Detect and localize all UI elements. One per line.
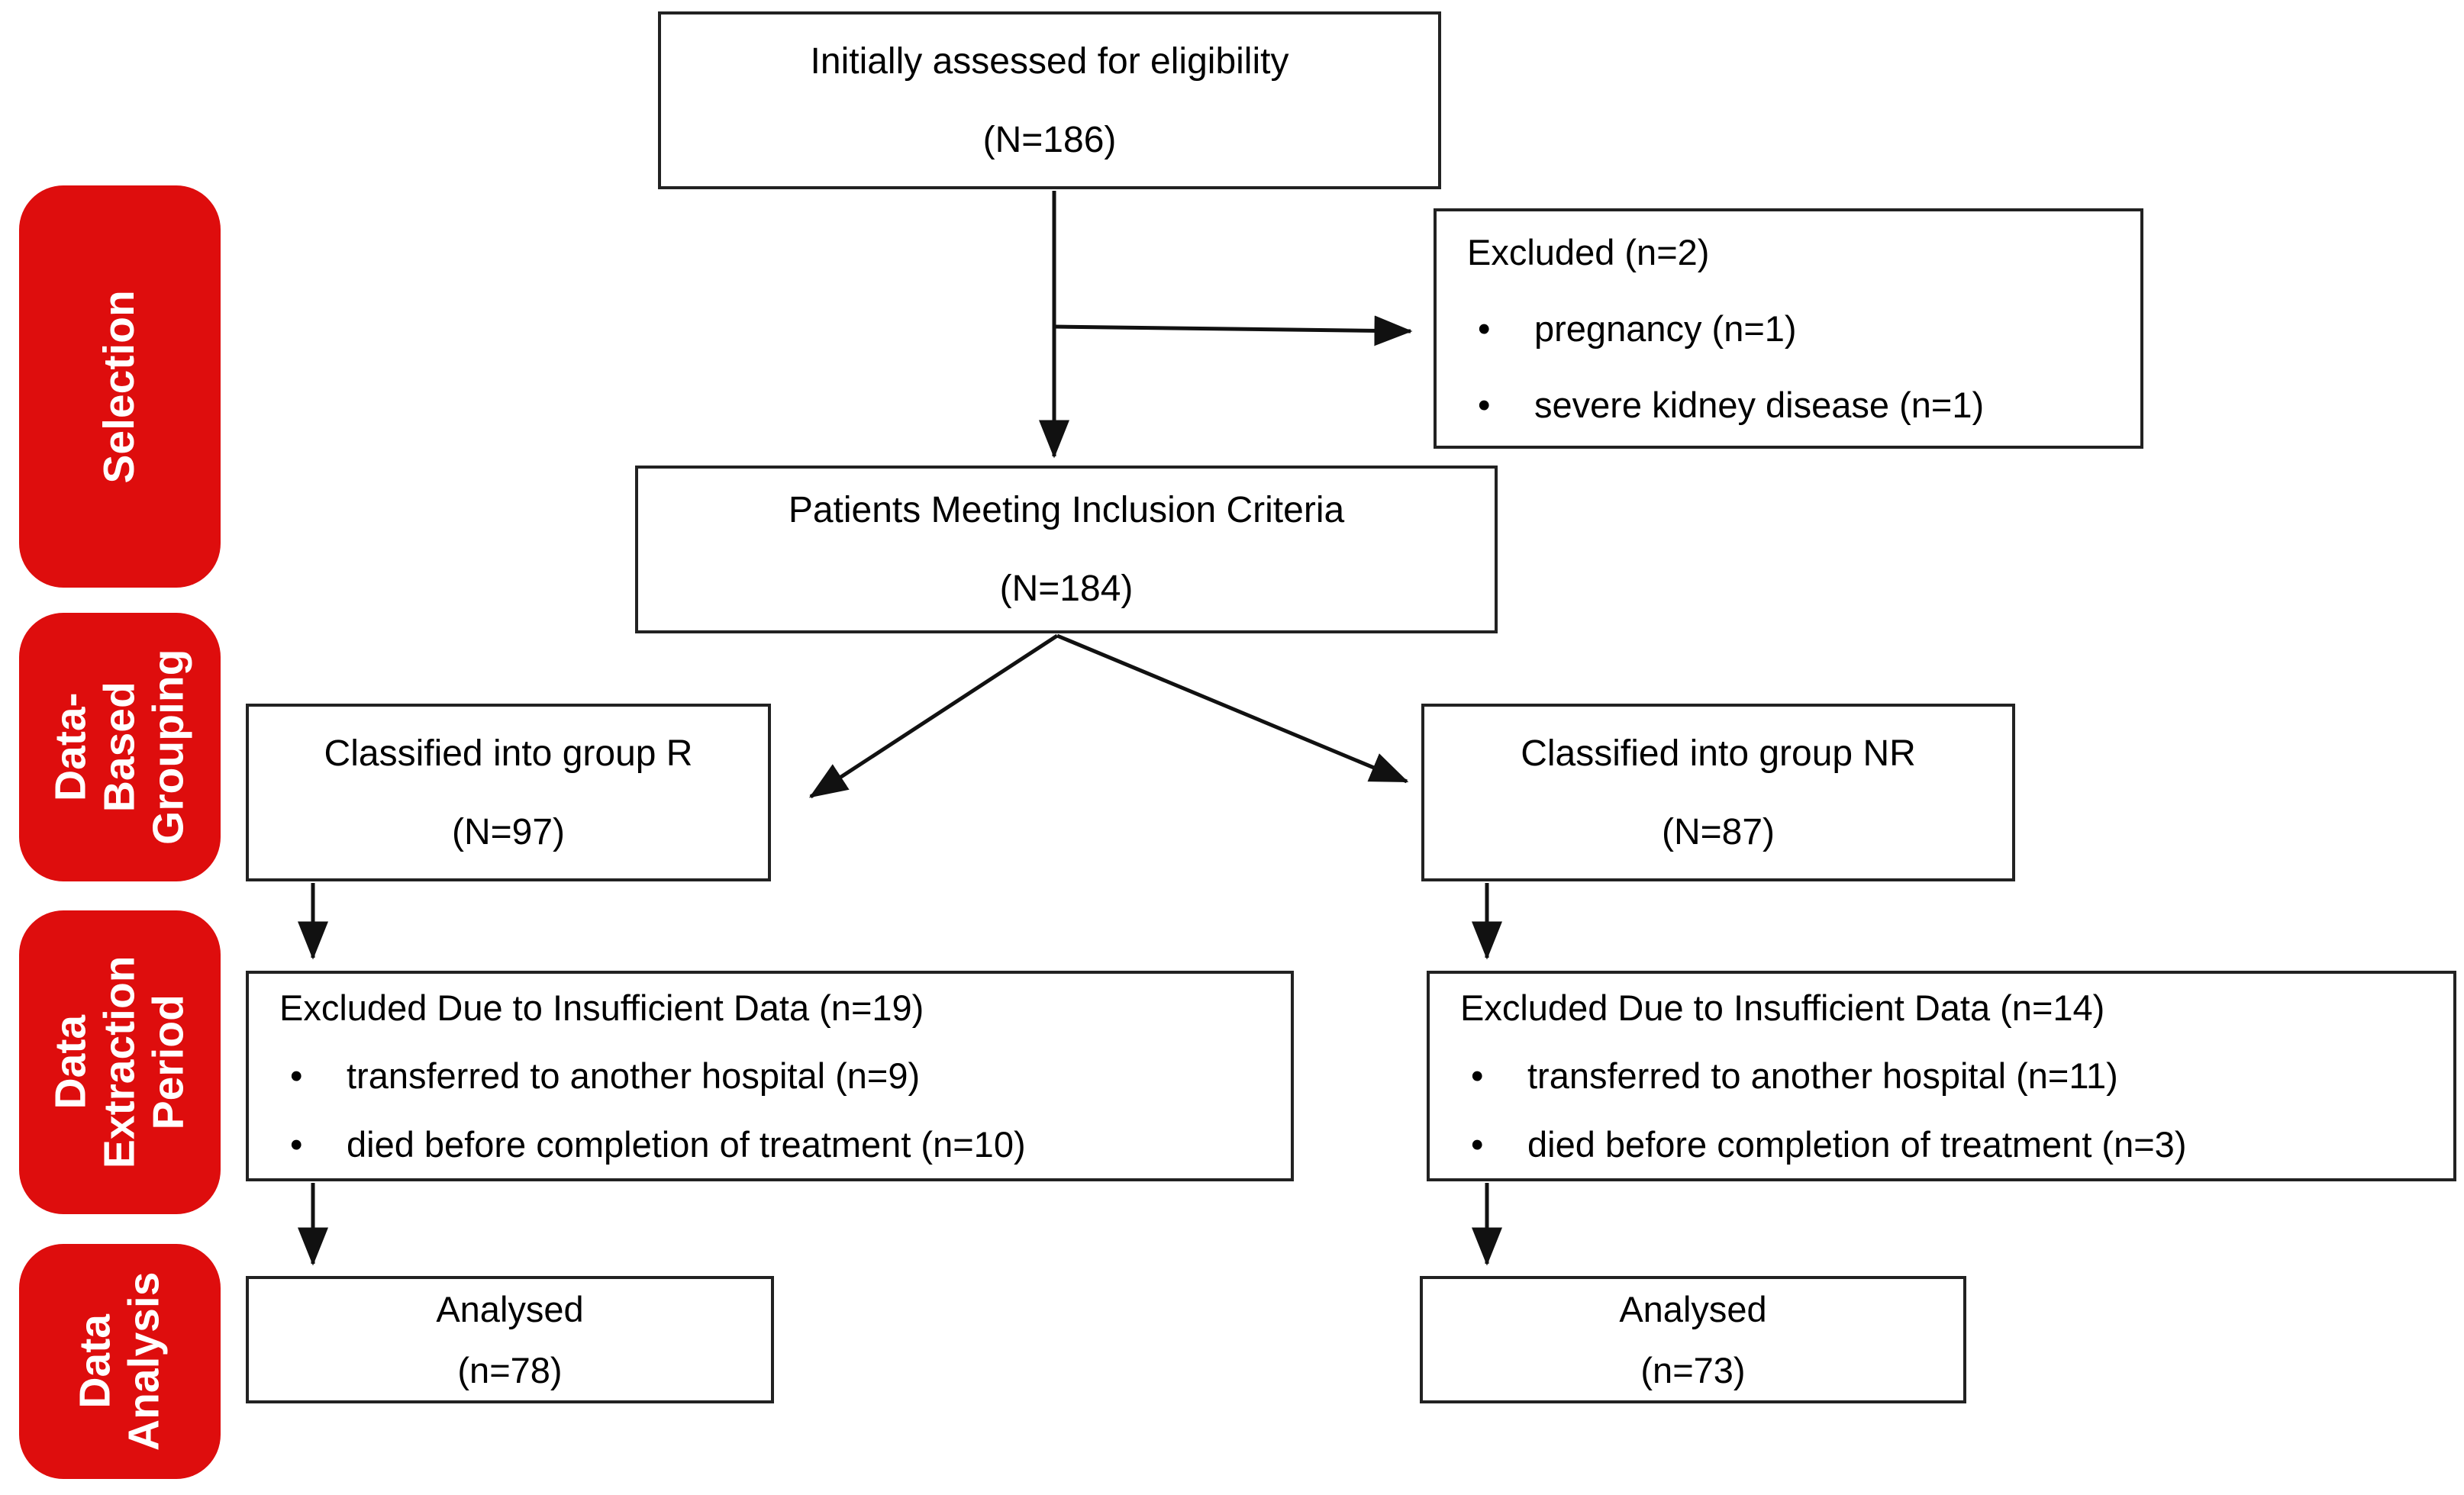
connector-to-excluded-initial bbox=[1053, 315, 1413, 346]
box-initially-assessed: Initially assessed for eligibility (N=18… bbox=[658, 11, 1441, 189]
list-item: • died before completion of treatment (n… bbox=[1430, 1110, 2453, 1178]
box-excluded-initial-title-row: Excluded (n=2) bbox=[1437, 214, 2140, 291]
box-excluded-r-title: Excluded Due to Insufficient Data (n=19) bbox=[279, 988, 924, 1029]
box-excluded-nr-title: Excluded Due to Insufficient Data (n=14) bbox=[1460, 988, 2105, 1029]
bullet-icon: • bbox=[290, 1055, 303, 1097]
box-group-r-title: Classified into group R bbox=[324, 733, 693, 774]
stage-data-extraction-period-label: Data Extraction Period bbox=[46, 955, 192, 1169]
box-excluded-r-bullet-1: transferred to another hospital (n=9) bbox=[347, 1055, 921, 1097]
box-group-nr: Classified into group NR (N=87) bbox=[1421, 704, 2015, 881]
bullet-icon: • bbox=[1478, 308, 1491, 349]
bullet-icon: • bbox=[290, 1123, 303, 1165]
box-excluded-r-bullet-2: died before completion of treatment (n=1… bbox=[347, 1123, 1026, 1165]
box-excluded-initial-bullet-2: severe kidney disease (n=1) bbox=[1534, 385, 1985, 425]
list-item: • died before completion of treatment (n… bbox=[249, 1110, 1291, 1178]
connector-inclusion-to-group-r bbox=[808, 633, 1059, 799]
bullet-icon: • bbox=[1471, 1123, 1484, 1165]
box-analysed-nr-title: Analysed bbox=[1619, 1288, 1767, 1329]
box-initially-assessed-title: Initially assessed for eligibility bbox=[810, 40, 1289, 82]
box-group-r-count: (N=97) bbox=[451, 811, 566, 852]
box-group-r: Classified into group R (N=97) bbox=[246, 704, 771, 881]
stage-data-based-grouping-label: Data- Based Grouping bbox=[46, 649, 192, 846]
box-excluded-nr-bullet-1: transferred to another hospital (n=11) bbox=[1527, 1055, 2118, 1097]
stage-selection: Selection bbox=[19, 185, 221, 588]
box-analysed-nr: Analysed (n=73) bbox=[1420, 1276, 1966, 1403]
box-excluded-r-title-row: Excluded Due to Insufficient Data (n=19) bbox=[249, 974, 1291, 1042]
list-item: • severe kidney disease (n=1) bbox=[1437, 367, 2140, 443]
box-inclusion-criteria: Patients Meeting Inclusion Criteria (N=1… bbox=[635, 466, 1498, 633]
box-inclusion-criteria-title: Patients Meeting Inclusion Criteria bbox=[788, 490, 1345, 530]
box-excluded-initial-bullet-1: pregnancy (n=1) bbox=[1534, 308, 1797, 349]
connector-inclusion-to-group-nr bbox=[1056, 633, 1409, 784]
box-initially-assessed-count: (N=186) bbox=[982, 119, 1117, 160]
box-analysed-r: Analysed (n=78) bbox=[246, 1276, 774, 1403]
box-excluded-r: Excluded Due to Insufficient Data (n=19)… bbox=[246, 971, 1294, 1181]
bullet-icon: • bbox=[1478, 385, 1491, 425]
box-excluded-initial-title: Excluded (n=2) bbox=[1467, 232, 1710, 272]
stage-data-based-grouping: Data- Based Grouping bbox=[19, 613, 221, 881]
list-item: • transferred to another hospital (n=11) bbox=[1430, 1042, 2453, 1110]
box-group-nr-count: (N=87) bbox=[1661, 811, 1775, 852]
box-analysed-r-title: Analysed bbox=[436, 1288, 584, 1329]
box-group-nr-title: Classified into group NR bbox=[1521, 733, 1916, 774]
box-analysed-nr-count: (n=73) bbox=[1640, 1349, 1746, 1390]
box-excluded-nr-title-row: Excluded Due to Insufficient Data (n=14) bbox=[1430, 974, 2453, 1042]
box-excluded-nr-bullet-2: died before completion of treatment (n=3… bbox=[1527, 1123, 2187, 1165]
stage-data-extraction-period: Data Extraction Period bbox=[19, 910, 221, 1214]
list-item: • pregnancy (n=1) bbox=[1437, 291, 2140, 367]
box-excluded-nr: Excluded Due to Insufficient Data (n=14)… bbox=[1427, 971, 2456, 1181]
box-excluded-initial: Excluded (n=2) • pregnancy (n=1) • sever… bbox=[1434, 208, 2143, 449]
stage-selection-label: Selection bbox=[95, 289, 144, 484]
list-item: • transferred to another hospital (n=9) bbox=[249, 1042, 1291, 1110]
stage-data-analysis-label: Data Analysis bbox=[70, 1271, 168, 1452]
box-analysed-r-count: (n=78) bbox=[457, 1349, 563, 1390]
stage-data-analysis: Data Analysis bbox=[19, 1244, 221, 1479]
bullet-icon: • bbox=[1471, 1055, 1484, 1097]
box-inclusion-criteria-count: (N=184) bbox=[999, 569, 1134, 609]
